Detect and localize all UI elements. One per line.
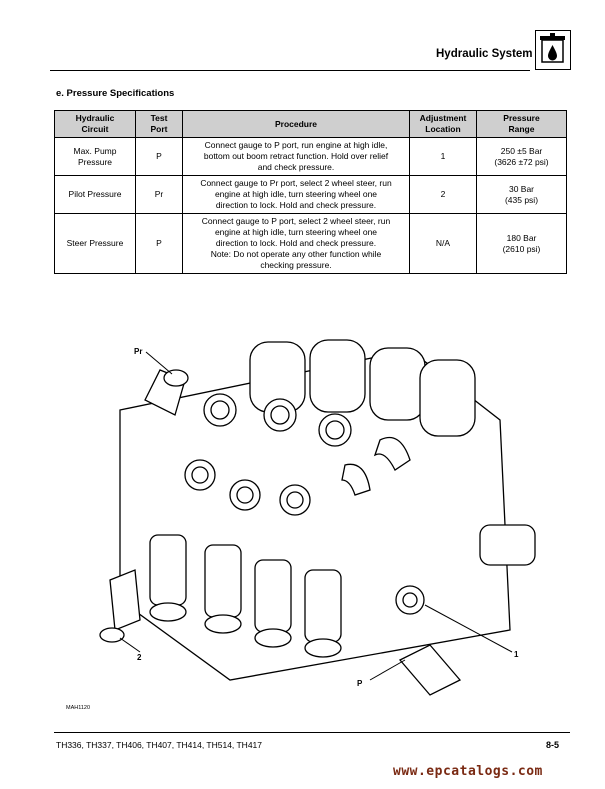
hydraulic-cylinder-icon [535, 30, 571, 70]
header-rule [50, 70, 530, 71]
cell-port: Pr [135, 175, 183, 214]
cell-range: 30 Bar(435 psi) [476, 175, 567, 214]
cell-adjustment: 2 [409, 175, 477, 214]
page-header-title: Hydraulic System [436, 48, 533, 60]
callout-2: 2 [137, 653, 142, 662]
cell-circuit: Pilot Pressure [54, 175, 136, 214]
table-row: Pilot Pressure Pr Connect gauge to Pr po… [54, 175, 567, 214]
watermark: www.epcatalogs.com [393, 764, 543, 779]
cell-adjustment: N/A [409, 213, 477, 274]
col-header-procedure: Procedure [182, 110, 410, 138]
cell-procedure: Connect gauge to P port, run engine at h… [182, 137, 410, 176]
cell-circuit: Steer Pressure [54, 213, 136, 274]
cell-range: 180 Bar(2610 psi) [476, 213, 567, 274]
page-number: 8-5 [546, 740, 560, 750]
valve-block-illustration: Pr 2 1 P [99, 339, 536, 696]
cell-procedure: Connect gauge to P port, select 2 wheel … [182, 213, 410, 274]
cell-port: P [135, 137, 183, 176]
footer-models: TH336, TH337, TH406, TH407, TH414, TH514… [56, 740, 263, 750]
figure-code: MAH1120 [66, 705, 91, 711]
callout-1: 1 [514, 650, 519, 659]
cell-range: 250 ±5 Bar(3626 ±72 psi) [476, 137, 567, 176]
callout-p: P [357, 679, 363, 688]
table-row: Steer Pressure P Connect gauge to P port… [54, 213, 567, 274]
footer-rule [54, 732, 570, 733]
callout-pr: Pr [134, 347, 142, 356]
cell-adjustment: 1 [409, 137, 477, 176]
section-title: e. Pressure Specifications [56, 88, 175, 99]
cell-port: P [135, 213, 183, 274]
cell-procedure: Connect gauge to Pr port, select 2 wheel… [182, 175, 410, 214]
